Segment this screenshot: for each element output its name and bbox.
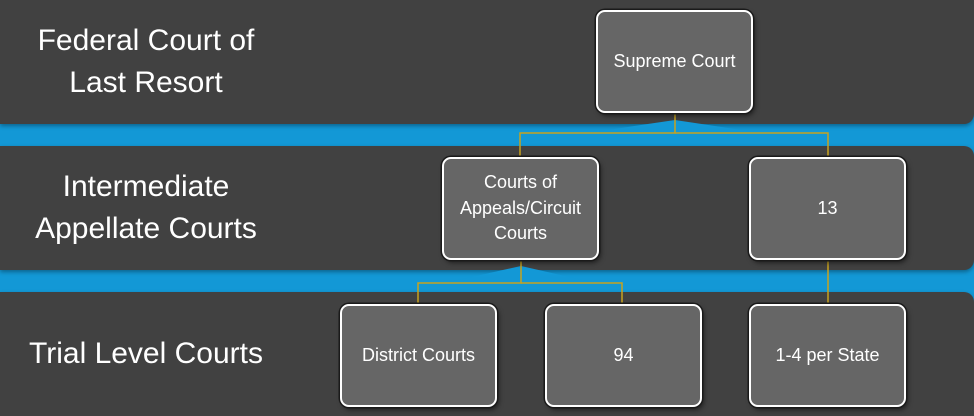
connector-appeals-to-district [417,260,522,304]
node-supreme-court[interactable]: Supreme Court [596,10,753,113]
node-state-courts[interactable]: 1-4 per State [749,304,906,407]
connector-supreme-to-13 [675,132,829,158]
connector-supreme-to-appeals [519,112,676,158]
tier-label-trial: Trial Level Courts [29,337,263,370]
connector-bridge-top [520,120,828,143]
tier-label-intermediate: Intermediate Appellate Courts [35,170,257,245]
node-district-count[interactable]: 94 [545,304,702,407]
connector-appeals-to-94 [521,282,623,304]
tier-label-last-resort: Federal Court of Last Resort [37,24,255,99]
connector-bridge-bottom [418,266,622,289]
node-courts-of-appeals[interactable]: Courts of Appeals/Circuit Courts [442,157,599,260]
node-district-courts[interactable]: District Courts [340,304,497,407]
node-appeals-count[interactable]: 13 [749,157,906,260]
tier-band-last-resort [0,0,974,124]
